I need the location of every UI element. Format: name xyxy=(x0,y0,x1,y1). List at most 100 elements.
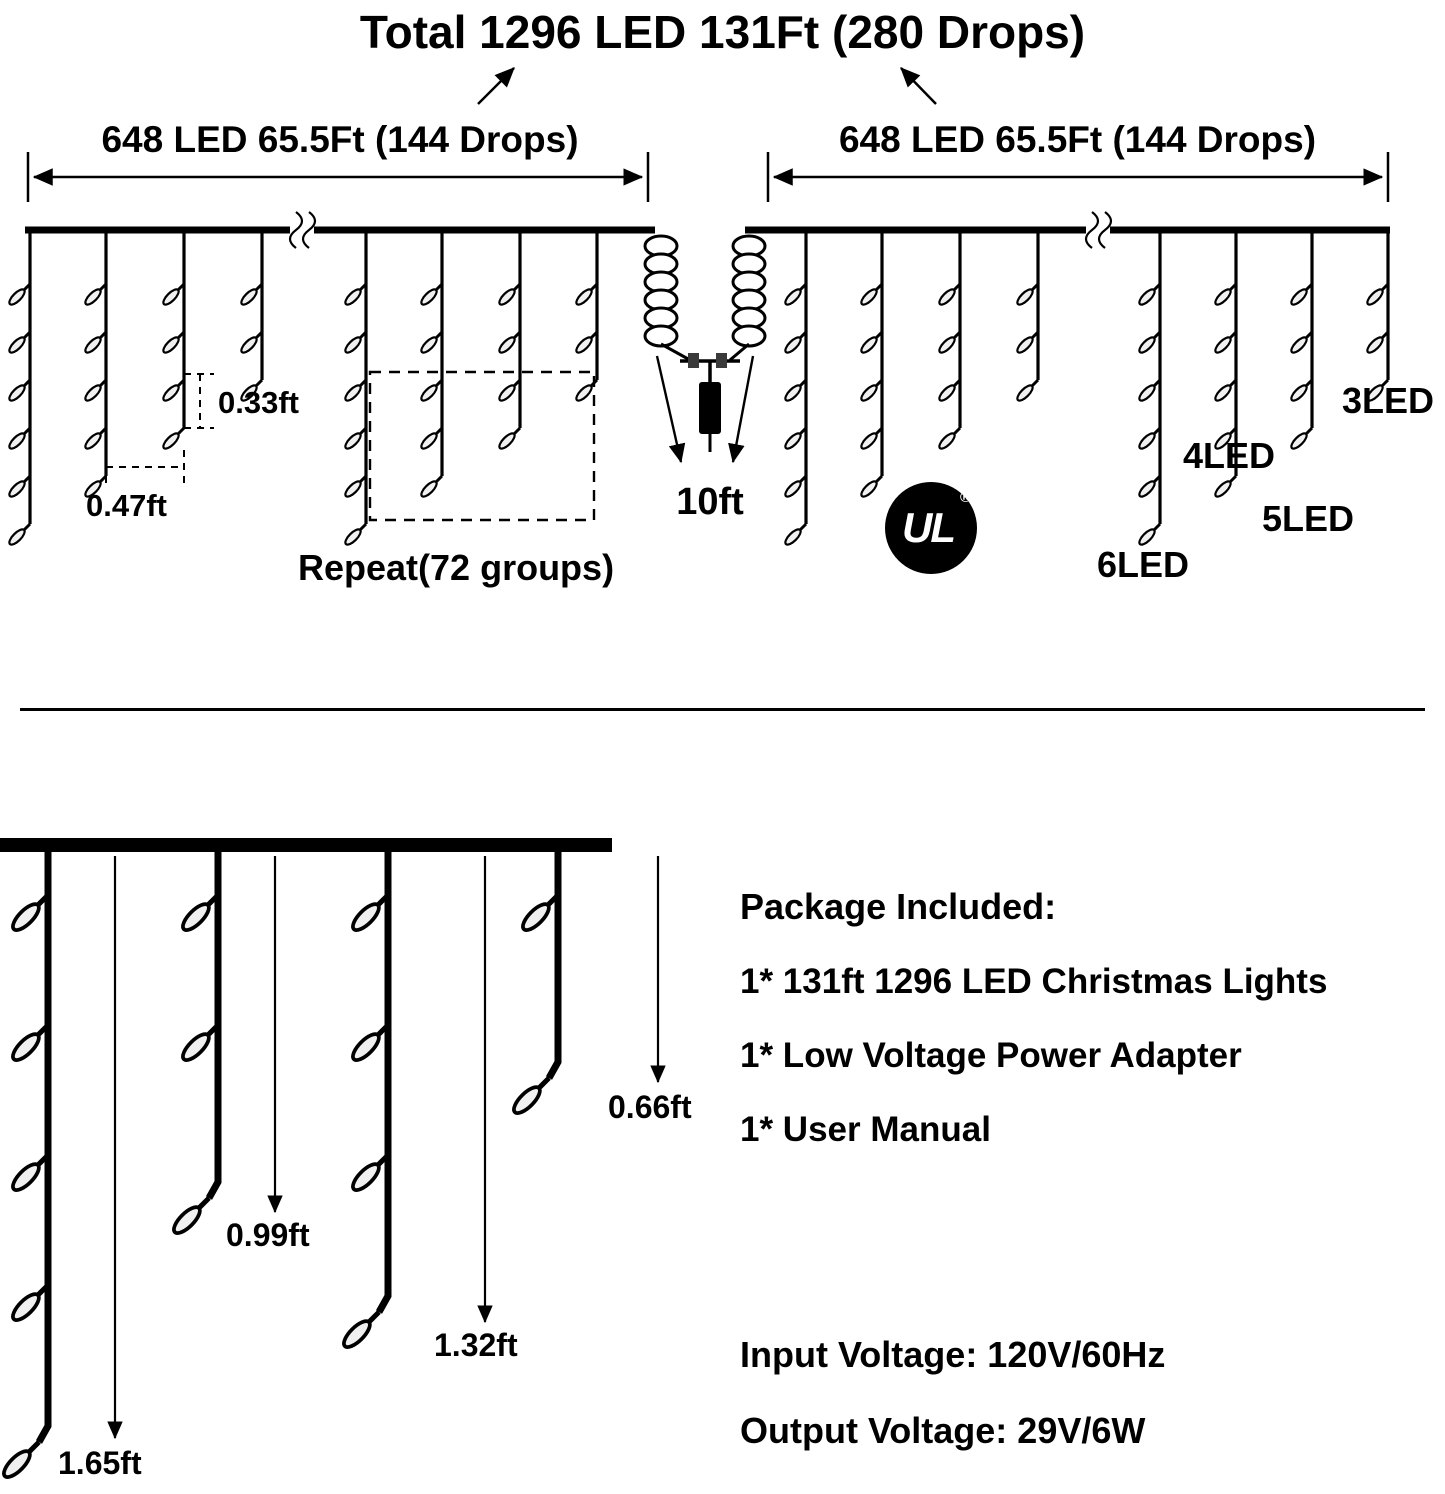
bulb-icon xyxy=(351,1162,381,1192)
power-lead-coil xyxy=(643,324,679,348)
bulb-icon xyxy=(2,1449,32,1479)
led-count-label-6: 6LED xyxy=(1097,544,1190,585)
light-drop xyxy=(205,852,222,1200)
bulb-icon xyxy=(575,384,593,402)
power-lead-coil xyxy=(731,324,767,348)
drop-length-165: 1.65ft xyxy=(58,1445,142,1481)
wire-break-icon xyxy=(1097,211,1113,249)
bulb-icon xyxy=(162,336,180,354)
power-lead-coil xyxy=(731,252,767,276)
bulb-icon xyxy=(1138,480,1156,498)
bulb-icon xyxy=(172,1205,202,1235)
bulb-icon xyxy=(8,384,26,402)
bulb-icon xyxy=(575,336,593,354)
output-voltage-text: Output Voltage: 29V/6W xyxy=(740,1410,1146,1451)
bulb-icon xyxy=(8,336,26,354)
bulb-icon xyxy=(1290,336,1308,354)
bulb-icon xyxy=(344,384,362,402)
bulb-icon xyxy=(1138,432,1156,450)
wire-break-icon xyxy=(1084,211,1100,249)
bulb-icon xyxy=(8,528,26,546)
bulb-icon xyxy=(162,288,180,306)
bulb-icon xyxy=(162,384,180,402)
bulb-icon xyxy=(344,336,362,354)
bulb-icon xyxy=(860,384,878,402)
bulb-icon xyxy=(1138,384,1156,402)
power-lead-coil xyxy=(643,288,679,312)
bulb-icon xyxy=(784,480,802,498)
bulb-icon xyxy=(1214,384,1232,402)
ul-badge: UL ® xyxy=(885,482,977,574)
bulb-icon xyxy=(521,902,551,932)
bulb-icon xyxy=(1214,336,1232,354)
bulb-icon xyxy=(8,432,26,450)
bulb-icon xyxy=(1016,384,1034,402)
bulb-spacing-label: 0.33ft xyxy=(218,385,299,420)
bulb-icon xyxy=(181,902,211,932)
bulb-icon xyxy=(784,384,802,402)
bulb-icon xyxy=(162,432,180,450)
led-count-label-4: 4LED xyxy=(1183,435,1276,476)
power-lead-coil xyxy=(643,270,679,294)
led-count-label-3: 3LED xyxy=(1342,380,1435,421)
bulb-icon xyxy=(784,288,802,306)
ul-text: UL xyxy=(902,504,956,551)
drop-length-066: 0.66ft xyxy=(608,1089,692,1125)
bulb-icon xyxy=(1138,288,1156,306)
bulb-icon xyxy=(938,384,956,402)
lead-length-label: 10ft xyxy=(676,481,744,523)
drop-length-099: 0.99ft xyxy=(226,1217,310,1253)
bulb-icon xyxy=(344,528,362,546)
wire-break-icon xyxy=(301,211,317,249)
power-lead-coil xyxy=(731,270,767,294)
bulb-icon xyxy=(8,288,26,306)
bulb-icon xyxy=(342,1319,372,1349)
bulb-icon xyxy=(1138,336,1156,354)
bulb-icon xyxy=(420,384,438,402)
power-adapter-plug xyxy=(699,382,721,434)
bottom-diagram xyxy=(0,838,666,1479)
bulb-icon xyxy=(84,384,102,402)
bulb-icon xyxy=(420,480,438,498)
connector-plug xyxy=(688,353,699,368)
bulb-icon xyxy=(1366,288,1384,306)
input-voltage-text: Input Voltage: 120V/60Hz xyxy=(740,1334,1166,1375)
section-divider xyxy=(20,708,1425,711)
title-pointer-arrow xyxy=(900,67,937,105)
bulb-icon xyxy=(1290,384,1308,402)
bulb-icon xyxy=(344,432,362,450)
repeat-label: Repeat(72 groups) xyxy=(298,547,615,588)
light-drop xyxy=(375,852,392,1314)
bulb-icon xyxy=(860,288,878,306)
light-drop xyxy=(545,852,562,1080)
bulb-icon xyxy=(860,480,878,498)
bulb-icon xyxy=(1214,480,1232,498)
bulb-icon xyxy=(498,384,516,402)
bulb-icon xyxy=(938,432,956,450)
bulb-icon xyxy=(181,1032,211,1062)
bulb-icon xyxy=(11,1162,41,1192)
bulb-icon xyxy=(420,336,438,354)
power-lead-coil xyxy=(643,252,679,276)
bulb-icon xyxy=(1290,432,1308,450)
package-heading: Package Included: xyxy=(740,886,1057,927)
bulb-icon xyxy=(1214,288,1232,306)
bulb-icon xyxy=(498,432,516,450)
bulb-icon xyxy=(860,336,878,354)
bulb-icon xyxy=(84,336,102,354)
power-lead-coil xyxy=(643,306,679,330)
bulb-icon xyxy=(84,432,102,450)
light-drop xyxy=(35,852,52,1444)
power-lead-coil xyxy=(731,288,767,312)
bulb-icon xyxy=(344,480,362,498)
bulb-icon xyxy=(784,336,802,354)
title-pointer-arrow xyxy=(477,67,515,105)
wire-break-icon xyxy=(288,211,304,249)
bulb-icon xyxy=(1366,336,1384,354)
bulb-icon xyxy=(512,1085,542,1115)
registered-trademark-icon: ® xyxy=(959,489,971,506)
bulb-icon xyxy=(84,288,102,306)
package-item-manual: 1* User Manual xyxy=(740,1110,991,1149)
lead-length-arrow xyxy=(728,355,755,464)
